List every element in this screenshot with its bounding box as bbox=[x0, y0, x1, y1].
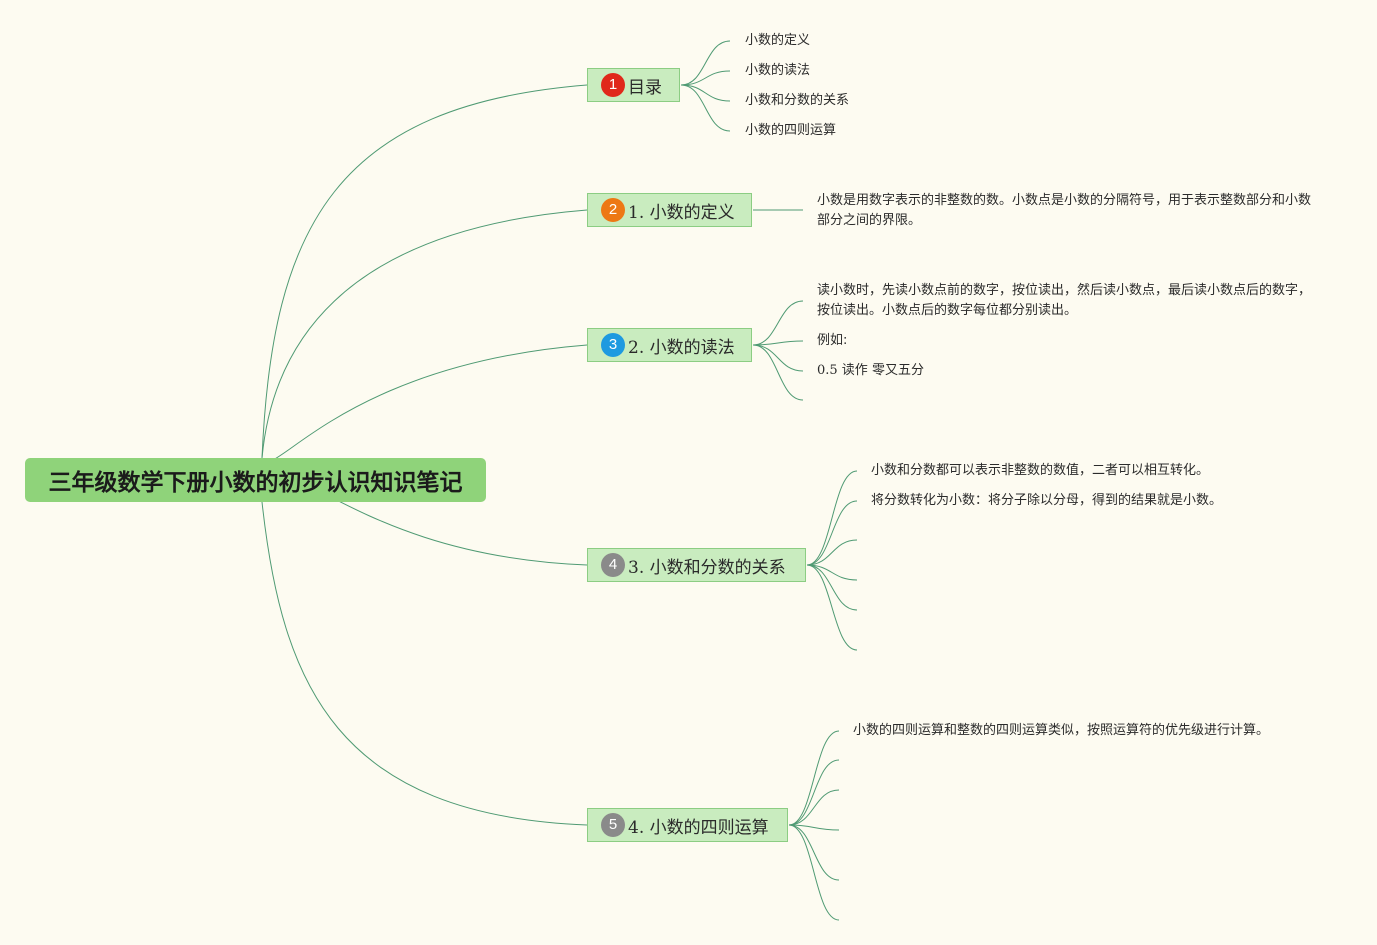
subtopic-item[interactable]: 小数的读法 bbox=[745, 63, 811, 78]
root-to-topic-connector bbox=[261, 84, 588, 459]
topic-decimal-reading[interactable]: 3 2. 小数的读法 bbox=[587, 328, 752, 362]
topic-decimal-definition[interactable]: 2 1. 小数的定义 bbox=[587, 193, 752, 227]
topic-to-subtopic-connector bbox=[680, 40, 731, 86]
topic-to-subtopic-connector bbox=[752, 344, 804, 372]
topic-to-subtopic-connector bbox=[788, 759, 840, 826]
subtopic-item[interactable]: 小数的四则运算和整数的四则运算类似，按照运算符的优先级进行计算。 bbox=[853, 723, 1270, 738]
priority-4-icon: 4 bbox=[601, 553, 625, 577]
root-to-topic-connector bbox=[261, 501, 588, 826]
subtopic-item[interactable]: 小数的四则运算 bbox=[745, 123, 837, 138]
priority-1-icon: 1 bbox=[601, 73, 625, 97]
topic-to-subtopic-connector bbox=[680, 70, 731, 86]
subtopic-item[interactable]: 读小数时，先读小数点前的数字，按位读出，然后读小数点，最后读小数点后的数字，按位… bbox=[817, 283, 1312, 318]
topic-toc[interactable]: 1 目录 bbox=[587, 68, 680, 102]
topic-label: 1. 小数的定义 bbox=[628, 202, 735, 223]
topic-to-subtopic-connector bbox=[752, 300, 804, 346]
topic-label: 目录 bbox=[628, 77, 662, 98]
priority-3-icon: 3 bbox=[601, 333, 625, 357]
topic-to-subtopic-connector bbox=[788, 824, 840, 831]
topic-to-subtopic-connector bbox=[806, 564, 858, 611]
topic-to-subtopic-connector bbox=[788, 789, 840, 826]
priority-5-icon: 5 bbox=[601, 813, 625, 837]
topic-to-subtopic-connector bbox=[788, 824, 840, 881]
topic-to-subtopic-connector bbox=[680, 84, 731, 102]
topic-label: 2. 小数的读法 bbox=[628, 337, 735, 358]
topic-to-subtopic-connector bbox=[806, 564, 858, 581]
topic-to-subtopic-connector bbox=[788, 730, 840, 826]
topic-to-subtopic-connector bbox=[752, 344, 804, 401]
topic-to-subtopic-connector bbox=[806, 539, 858, 566]
subtopic-item[interactable]: 例如: bbox=[817, 333, 848, 348]
subtopic-item[interactable]: 小数的定义 bbox=[745, 33, 811, 48]
central-topic-label: 三年级数学下册小数的初步认识知识笔记 bbox=[48, 470, 463, 496]
priority-2-icon: 2 bbox=[601, 198, 625, 222]
topic-label: 3. 小数和分数的关系 bbox=[628, 557, 786, 578]
root-to-topic-connector bbox=[261, 344, 588, 463]
subtopic-item[interactable]: 小数和分数都可以表示非整数的数值，二者可以相互转化。 bbox=[871, 463, 1210, 478]
topic-to-subtopic-connector bbox=[788, 824, 840, 921]
subtopic-item[interactable]: 小数和分数的关系 bbox=[745, 93, 850, 108]
subtopic-item[interactable]: 0.5 读作 零又五分 bbox=[817, 363, 924, 378]
topic-decimal-fraction-relation[interactable]: 4 3. 小数和分数的关系 bbox=[587, 548, 806, 582]
topic-to-subtopic-connector bbox=[806, 470, 858, 566]
topic-to-subtopic-connector bbox=[806, 500, 858, 566]
topic-to-subtopic-connector bbox=[680, 84, 731, 132]
topic-to-subtopic-connector bbox=[806, 564, 858, 651]
subtopic-item[interactable]: 小数是用数字表示的非整数的数。小数点是小数的分隔符号，用于表示整数部分和小数部分… bbox=[817, 193, 1312, 228]
topic-label: 4. 小数的四则运算 bbox=[628, 817, 769, 838]
topic-to-subtopic-connector bbox=[752, 340, 804, 346]
subtopic-item[interactable]: 将分数转化为小数：将分子除以分母，得到的结果就是小数。 bbox=[871, 493, 1223, 508]
root-to-topic-connector bbox=[261, 209, 588, 459]
central-topic[interactable]: 三年级数学下册小数的初步认识知识笔记 bbox=[25, 458, 486, 502]
topic-decimal-arithmetic[interactable]: 5 4. 小数的四则运算 bbox=[587, 808, 788, 842]
